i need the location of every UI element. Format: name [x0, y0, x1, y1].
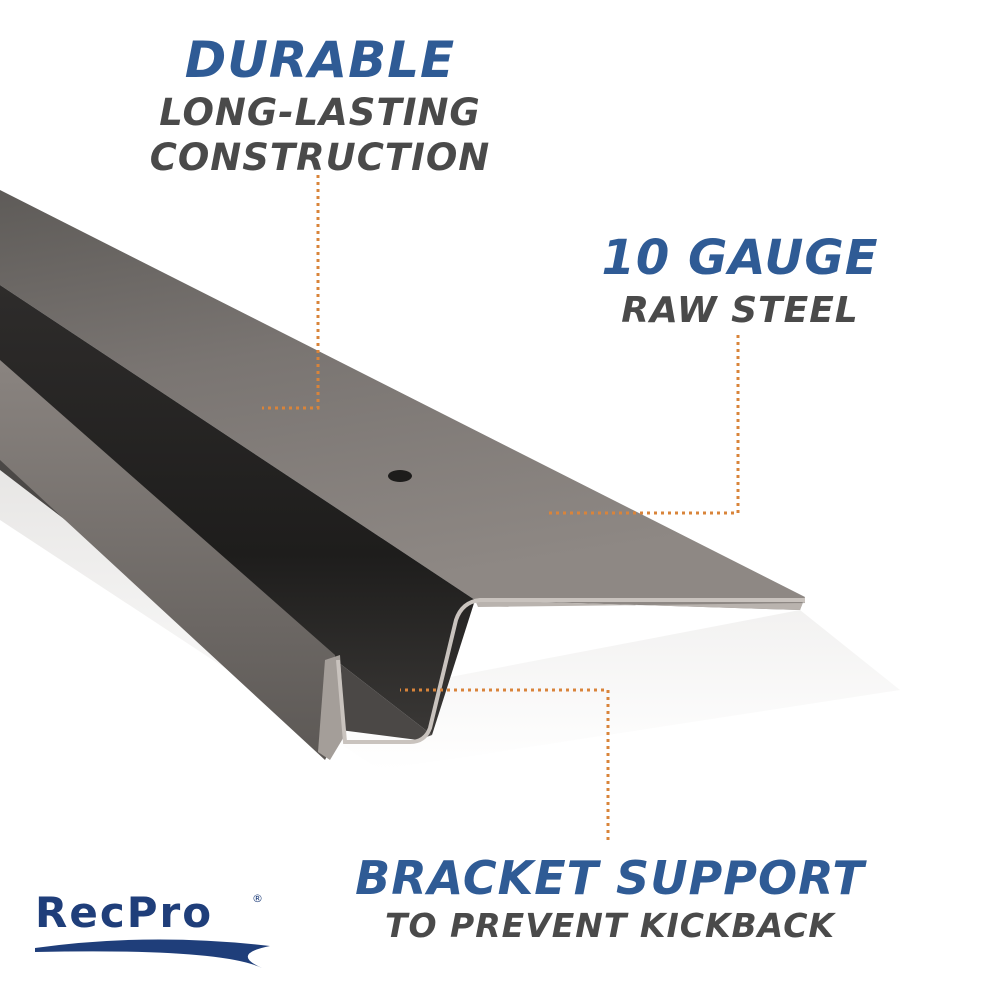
leader-lines — [262, 175, 740, 840]
bracket-leader-line — [400, 688, 610, 840]
durable-line-1: LONG-LASTING — [159, 91, 481, 134]
logo-swoosh-icon — [35, 939, 270, 968]
bracket-line-1: TO PREVENT KICKBACK — [385, 906, 835, 945]
durable-callout: DURABLE LONG-LASTING CONSTRUCTION — [120, 30, 520, 180]
logo-registered-mark: ® — [252, 892, 263, 905]
bracket-callout: BRACKET SUPPORT TO PREVENT KICKBACK — [330, 850, 890, 946]
logo-wordmark: RecPro — [35, 888, 214, 937]
gauge-leader-line — [548, 335, 740, 515]
rail-end-profile — [336, 598, 805, 744]
recpro-logo: RecPro ® — [30, 888, 280, 978]
rail-shadow — [0, 470, 900, 770]
rail-lower-lip — [0, 360, 340, 760]
rail-top-flange — [0, 190, 805, 610]
rail-web-wall — [0, 285, 475, 735]
gauge-line-1: RAW STEEL — [621, 290, 859, 331]
durable-headline: DURABLE — [184, 31, 456, 89]
durable-line-2: CONSTRUCTION — [149, 136, 491, 179]
rail-mounting-hole — [388, 470, 412, 482]
gauge-headline: 10 GAUGE — [601, 230, 879, 286]
gauge-callout: 10 GAUGE RAW STEEL — [590, 228, 890, 333]
bracket-headline: BRACKET SUPPORT — [355, 851, 865, 905]
durable-leader-line — [262, 175, 320, 410]
rail-flange-edge — [475, 597, 805, 610]
